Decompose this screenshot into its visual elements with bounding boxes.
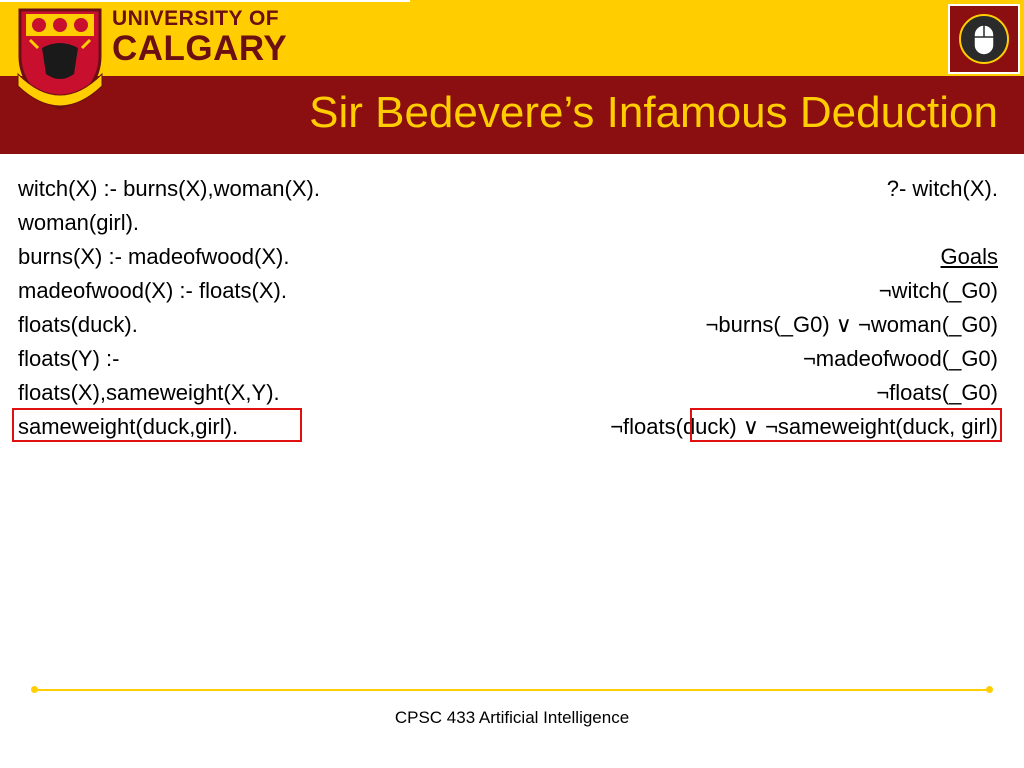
query-line: ?- witch(X). <box>886 176 998 201</box>
mouse-logo <box>948 4 1020 74</box>
header-top-edge <box>0 0 410 2</box>
program-line: madeofwood(X) :- floats(X). <box>18 278 287 303</box>
program-line: floats(Y) :- <box>18 346 120 371</box>
program-line: burns(X) :- madeofwood(X). <box>18 244 290 269</box>
footer-divider-end-dot <box>31 686 38 693</box>
program-clauses: witch(X) :- burns(X),woman(X). woman(gir… <box>18 172 478 444</box>
goals-heading: Goals <box>940 244 998 269</box>
highlight-box-fact <box>12 408 302 442</box>
header-yellow-band <box>0 0 1024 76</box>
footer-divider-end-dot <box>986 686 993 693</box>
program-line: witch(X) :- burns(X),woman(X). <box>18 176 320 201</box>
footer-divider <box>34 689 990 691</box>
program-line: woman(girl). <box>18 210 140 235</box>
program-line: sameweight(duck,girl). <box>18 414 239 439</box>
resolution-goals: ?- witch(X). Goals ¬witch(_G0) ¬burns(_G… <box>438 172 998 444</box>
slide-header: UNIVERSITY OF CALGARY Sir Bedevere’s Inf… <box>0 0 1024 154</box>
goal-line: ¬floats(duck) ∨ ¬sameweight(duck, girl) <box>610 414 998 439</box>
university-wordmark: UNIVERSITY OF CALGARY <box>112 8 287 66</box>
mouse-icon <box>959 14 1009 64</box>
program-line: floats(duck). <box>18 312 138 337</box>
slide-title: Sir Bedevere’s Infamous Deduction <box>309 88 998 137</box>
goal-line: ¬madeofwood(_G0) <box>802 346 998 371</box>
header-red-band <box>0 76 1024 154</box>
wordmark-line-1: UNIVERSITY OF <box>112 7 280 30</box>
program-line: floats(X),sameweight(X,Y). <box>18 380 280 405</box>
university-crest-logo <box>17 8 103 110</box>
highlight-box-goal <box>690 408 1002 442</box>
goal-line: ¬floats(_G0) <box>876 380 998 405</box>
goal-line: ¬burns(_G0) ∨ ¬woman(_G0) <box>705 312 998 337</box>
goal-line: ¬witch(_G0) <box>878 278 998 303</box>
footer-course-name: CPSC 433 Artificial Intelligence <box>394 708 630 727</box>
wordmark-line-2: CALGARY <box>112 29 288 68</box>
blank-line <box>438 206 998 240</box>
